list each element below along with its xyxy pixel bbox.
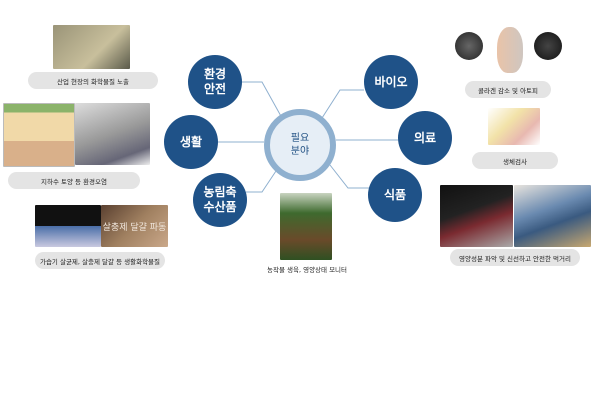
connector-food	[329, 164, 370, 189]
caption-collagen-atopy: 콜라겐 감소 및 아토피	[465, 81, 551, 98]
connector-agri	[246, 167, 279, 193]
caption-household-chemicals: 가습기 살균제, 살충제 달걀 등 생활화학물질	[35, 252, 165, 269]
node-food: 식품	[368, 168, 422, 222]
node-living: 생활	[164, 115, 218, 169]
caption-industrial-exposure: 산업 현장의 화학물질 노출	[28, 72, 158, 89]
groundwater-diagram-image	[3, 103, 75, 167]
node-bio: 바이오	[364, 55, 418, 109]
meat-scanner-photo	[440, 185, 513, 247]
node-medical: 의료	[398, 111, 452, 165]
pesticide-eggs-photo: 살충제 달걀 파동	[101, 205, 168, 247]
collagen-micro-image-left	[455, 32, 483, 60]
caption-biopsy: 생체검사	[472, 152, 558, 169]
collagen-micro-image-right	[534, 32, 562, 60]
connector-env	[240, 81, 283, 119]
center-node: 필요 분야	[264, 109, 336, 181]
humidifier-disinfectant-photo	[35, 205, 101, 247]
caption-environmental-pollution: 지하수 토양 등 환경오염	[8, 172, 140, 189]
biopsy-illustration	[488, 108, 540, 145]
crop-monitoring-photo	[280, 193, 332, 260]
connector-bio	[321, 89, 364, 119]
node-environment-safety: 환경 안전	[188, 55, 242, 109]
face-image	[497, 27, 523, 73]
industrial-exposure-photo	[53, 25, 130, 69]
pollution-illustration-image	[75, 103, 150, 165]
fish-photo	[514, 185, 591, 247]
node-agriculture: 농림축 수산품	[193, 173, 247, 227]
caption-food-safety: 영양성분 파악 및 신선하고 안전한 먹거리	[450, 249, 580, 266]
caption-crop-monitoring: 농작물 생육, 영양상태 모니터	[266, 266, 348, 274]
